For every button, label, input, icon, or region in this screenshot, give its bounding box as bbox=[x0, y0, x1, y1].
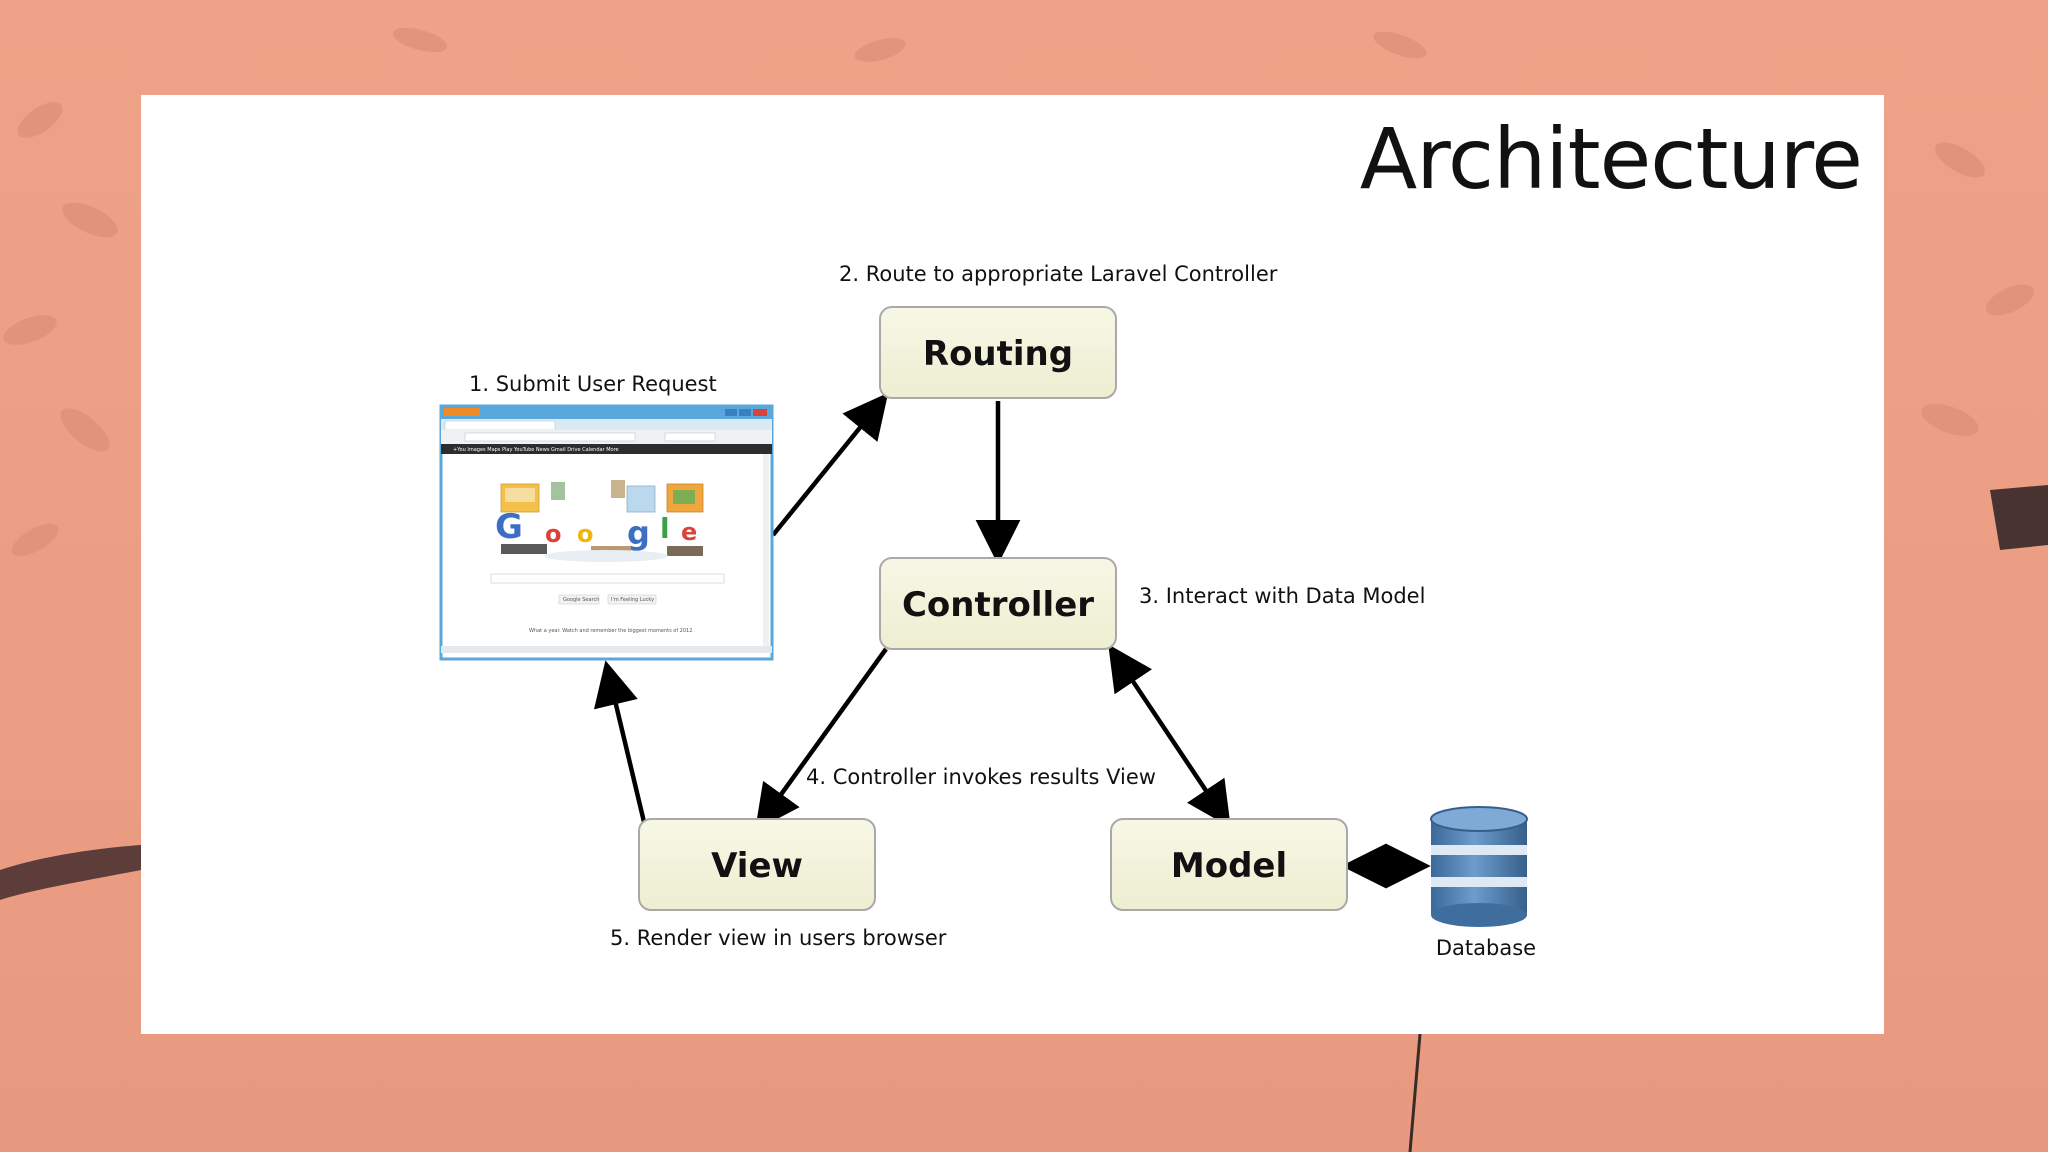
view-label: View bbox=[711, 846, 803, 886]
svg-text:o: o bbox=[545, 520, 562, 548]
model-label: Model bbox=[1171, 846, 1287, 886]
arrow-browser-to-routing bbox=[771, 392, 889, 537]
arrow-controller-to-view bbox=[755, 647, 888, 831]
svg-text:I'm Feeling Lucky: I'm Feeling Lucky bbox=[611, 597, 654, 603]
svg-text:+You Images Maps Play YouT: +You Images Maps Play YouTube News Gmail… bbox=[453, 447, 619, 453]
svg-text:Google Search: Google Search bbox=[563, 597, 599, 603]
svg-text:e: e bbox=[681, 518, 697, 546]
svg-text:o: o bbox=[577, 520, 594, 548]
step1-label: 1. Submit User Request bbox=[469, 372, 717, 396]
arrow-view-to-browser bbox=[593, 660, 647, 823]
svg-text:l: l bbox=[660, 512, 670, 545]
step3-label: 3. Interact with Data Model bbox=[1139, 584, 1425, 608]
model-node: Model bbox=[1110, 818, 1348, 911]
database-label: Database bbox=[1436, 936, 1536, 960]
database-icon bbox=[1430, 806, 1528, 927]
svg-text:What a year. Watch and remembe: What a year. Watch and remember the bigg… bbox=[529, 628, 692, 634]
slide-title: Architecture bbox=[1359, 110, 1863, 208]
step4-label: 4. Controller invokes results View bbox=[806, 765, 1156, 789]
controller-node: Controller bbox=[879, 557, 1117, 650]
routing-node: Routing bbox=[879, 306, 1117, 399]
step2-label: 2. Route to appropriate Laravel Controll… bbox=[839, 262, 1278, 286]
svg-text:G: G bbox=[495, 507, 523, 547]
architecture-diagram: Routing Controller View Model bbox=[439, 262, 1536, 960]
browser-window: +You Images Maps Play YouTube News Gmail… bbox=[439, 404, 774, 661]
step5-label: 5. Render view in users browser bbox=[610, 926, 947, 950]
slide: Architecture Routing bbox=[141, 95, 1884, 1034]
routing-label: Routing bbox=[923, 334, 1073, 374]
view-node: View bbox=[638, 818, 876, 911]
svg-text:g: g bbox=[627, 514, 650, 552]
doodle-image: G o o g l e bbox=[495, 480, 704, 562]
controller-label: Controller bbox=[902, 585, 1094, 625]
arrow-controller-model bbox=[1108, 644, 1231, 828]
